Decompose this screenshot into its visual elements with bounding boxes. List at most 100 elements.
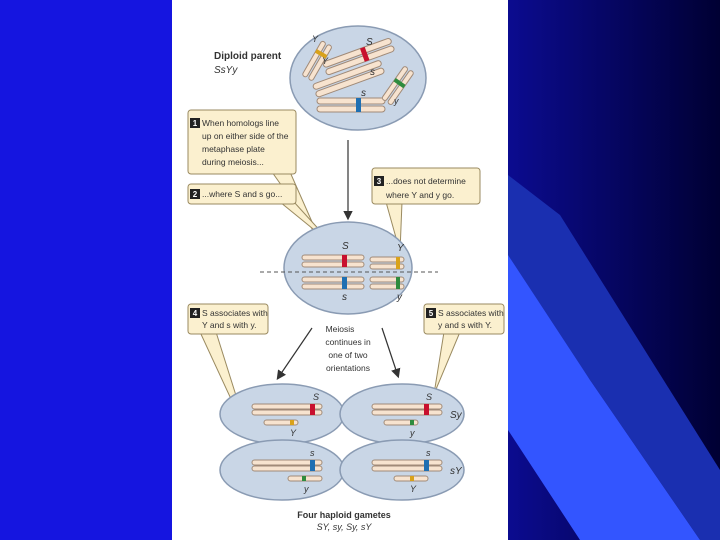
step1-line4: during meiosis... bbox=[202, 157, 264, 167]
callout-box-1 bbox=[187, 109, 297, 175]
meta-band-y bbox=[396, 277, 400, 289]
callout-box-4 bbox=[187, 303, 269, 335]
step5-line2: y and s with Y. bbox=[438, 320, 492, 330]
step-badge-3 bbox=[374, 176, 384, 186]
parent-allele-s-top: s bbox=[370, 67, 375, 78]
gamete-SY-label-S: S bbox=[313, 392, 319, 402]
meta-chrom-y-2 bbox=[369, 283, 405, 290]
arrow-orientation-right bbox=[381, 327, 401, 379]
gamete-SY-chrom-1 bbox=[251, 403, 323, 410]
gamete-Sy-genotype: Sy bbox=[450, 410, 463, 421]
gamete-SY-band-S bbox=[310, 404, 315, 415]
gamete-sY-chrom-1-sister bbox=[371, 465, 443, 472]
allele-band-Y bbox=[314, 49, 328, 59]
step1-line1: When homologs line bbox=[202, 118, 279, 128]
allele-band-y bbox=[393, 78, 406, 89]
step4-line1: S associates with bbox=[202, 308, 268, 318]
step-number-1: 1 bbox=[193, 119, 198, 128]
gamete-Sy-band-y bbox=[410, 420, 414, 425]
gamete-Sy-chrom-2 bbox=[383, 419, 419, 426]
allele-band-s bbox=[356, 98, 361, 112]
chromosome-s-horizontal bbox=[316, 97, 386, 105]
chromosome-S-long bbox=[322, 37, 392, 68]
meta-chrom-S-1 bbox=[301, 254, 365, 261]
meta-band-S bbox=[342, 255, 347, 267]
step-badge-2 bbox=[190, 189, 200, 199]
gamete-sY-label-Y: Y bbox=[410, 484, 417, 494]
gamete-sy-label-s: s bbox=[310, 448, 315, 458]
step4-line2: Y and s with y. bbox=[202, 320, 257, 330]
parent-allele-S: S bbox=[366, 37, 373, 48]
chromosome-s-long bbox=[312, 60, 382, 90]
gamete-Sy-band-S bbox=[424, 404, 429, 415]
gamete-SY-chrom-1-sister bbox=[251, 409, 323, 416]
chromosome-s-long-sister bbox=[315, 67, 385, 98]
step2-line1: ...where S and s go... bbox=[202, 189, 282, 199]
parent-allele-Y2: Y bbox=[322, 56, 329, 66]
gamete-sy-label-y: y bbox=[303, 484, 309, 494]
step-badge-4 bbox=[190, 308, 200, 318]
gamete-sY-band-s bbox=[424, 460, 429, 471]
arrow-orientation-left bbox=[276, 327, 313, 380]
step1-line3: metaphase plate bbox=[202, 144, 265, 154]
meta-label-y: y bbox=[396, 292, 403, 303]
parent-chromosomes bbox=[302, 37, 414, 113]
callout-box-5 bbox=[423, 303, 505, 335]
caption-title: Four haploid gametes bbox=[297, 510, 391, 520]
step-number-3: 3 bbox=[377, 177, 382, 186]
chromosome-Y-short bbox=[302, 40, 326, 78]
step-badge-5 bbox=[426, 308, 436, 318]
meta-chrom-Y-2 bbox=[369, 263, 405, 270]
meta-chrom-s-1 bbox=[301, 276, 365, 283]
gamete-sy-chrom-1-sister bbox=[251, 465, 323, 472]
meta-label-S: S bbox=[342, 241, 349, 252]
decorative-stripe-dark bbox=[508, 175, 720, 540]
decorative-stripe-light bbox=[508, 255, 700, 540]
chromosome-y-short bbox=[381, 66, 408, 101]
step-badge-1 bbox=[190, 118, 200, 128]
chromosome-Y-short-sister bbox=[308, 44, 332, 81]
parent-genotype: SsYy bbox=[214, 65, 238, 76]
meta-chrom-s-2 bbox=[301, 283, 365, 290]
meiosis-line4: orientations bbox=[326, 363, 370, 373]
gamete-sy-band-y bbox=[302, 476, 306, 481]
parent-allele-y: y bbox=[393, 96, 399, 106]
step1-line2: up on either side of the bbox=[202, 131, 289, 141]
meta-label-Y: Y bbox=[397, 243, 405, 254]
gamete-Sy-chrom-1 bbox=[371, 403, 443, 410]
metaphase-chromosomes bbox=[301, 254, 405, 290]
parent-allele-Y: Y bbox=[312, 34, 319, 44]
gamete-SY-band-Y bbox=[290, 420, 294, 425]
step3-line2: where Y and y go. bbox=[385, 190, 454, 200]
meta-chrom-y-1 bbox=[369, 276, 405, 283]
gamete-sY-genotype: sY bbox=[450, 466, 463, 477]
callout-box-3 bbox=[371, 167, 481, 205]
step-number-2: 2 bbox=[193, 190, 198, 199]
gamete-SY-label-Y: Y bbox=[290, 428, 297, 438]
metaphase-cell bbox=[283, 221, 413, 315]
step5-line1: S associates with bbox=[438, 308, 504, 318]
meiosis-line2: continues in bbox=[325, 337, 371, 347]
meiosis-diagram: Diploid parent SsYy S s s Y Y y bbox=[172, 0, 508, 540]
caption-genotypes: SY, sy, Sy, sY bbox=[317, 522, 373, 532]
step-number-5: 5 bbox=[429, 309, 434, 318]
gamete-SY-chrom-2 bbox=[263, 419, 299, 426]
step3-line1: ...does not determine bbox=[386, 176, 466, 186]
meta-chrom-Y-1 bbox=[369, 256, 405, 263]
meiosis-line3: one of two bbox=[328, 350, 367, 360]
gamete-Sy-label-y: y bbox=[409, 428, 415, 438]
parent-label: Diploid parent bbox=[214, 51, 282, 62]
chromosome-y-short-sister bbox=[387, 70, 414, 105]
gamete-Sy-chrom-1-sister bbox=[371, 409, 443, 416]
gamete-sy-chrom-1 bbox=[251, 459, 323, 466]
gamete-sY-label-s: s bbox=[426, 448, 431, 458]
callout-box-2 bbox=[187, 183, 297, 205]
meta-band-Y bbox=[396, 257, 400, 269]
meta-band-s bbox=[342, 277, 347, 289]
chromosome-S-long-sister bbox=[325, 45, 395, 76]
allele-band-S bbox=[359, 46, 370, 62]
gamete-sY-chrom-1 bbox=[371, 459, 443, 466]
chromosome-s-horizontal-sister bbox=[316, 105, 386, 113]
meta-label-s: s bbox=[342, 292, 347, 303]
step-number-4: 4 bbox=[193, 309, 198, 318]
